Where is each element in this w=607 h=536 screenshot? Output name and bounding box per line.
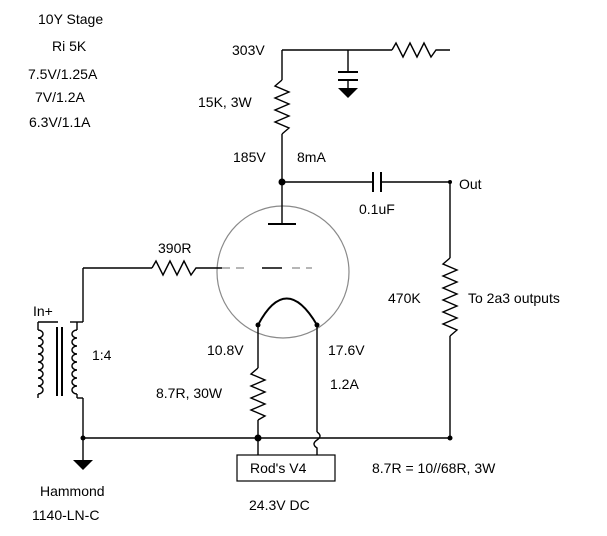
- filament-return-wire: [313, 325, 321, 455]
- note-operating-point-2: 7V/1.2A: [35, 89, 85, 105]
- input-transformer: [37, 268, 84, 438]
- b-plus-voltage: 303V: [232, 42, 265, 58]
- plate-resistor-value: 15K, 3W: [198, 94, 252, 110]
- note-operating-point-3: 6.3V/1.1A: [29, 114, 91, 130]
- transformer-model-line1: Hammond: [40, 483, 105, 499]
- plate-current: 8mA: [297, 149, 326, 165]
- note-stage: 10Y Stage: [38, 11, 103, 27]
- grid-resistor: [83, 259, 222, 277]
- output-label: Out: [459, 176, 482, 192]
- regulator-box: [236, 454, 336, 482]
- load-resistor: [441, 182, 459, 438]
- triode-tube: [216, 182, 350, 339]
- filament-resistor-value: 8.7R, 30W: [156, 385, 223, 401]
- ground-bus: [83, 434, 453, 455]
- b-plus-rail: [281, 41, 450, 80]
- plate-voltage: 185V: [233, 149, 266, 165]
- grid-resistor-value: 390R: [158, 240, 191, 256]
- filament-current: 1.2A: [330, 376, 359, 392]
- transformer-ratio: 1:4: [92, 347, 112, 363]
- filament-voltage-left: 10.8V: [207, 342, 244, 358]
- ground-symbol: [73, 435, 93, 470]
- coupling-capacitor: [282, 172, 450, 192]
- decoupling-capacitor: [338, 50, 358, 98]
- regulator-label: Rod's V4: [250, 460, 307, 476]
- transformer-model-line2: 1140-LN-C: [32, 507, 99, 523]
- note-ri: Ri 5K: [52, 38, 87, 54]
- filament-resistor-note: 8.7R = 10//68R, 3W: [372, 460, 496, 476]
- filament-resistor: [249, 325, 267, 438]
- input-label: In+: [33, 303, 53, 319]
- filament-voltage-right: 17.6V: [328, 342, 365, 358]
- load-resistor-value: 470K: [388, 290, 421, 306]
- dc-supply-voltage: 24.3V DC: [249, 497, 310, 513]
- coupling-capacitor-value: 0.1uF: [359, 201, 395, 217]
- output-destination: To 2a3 outputs: [468, 290, 560, 306]
- plate-resistor: [273, 79, 291, 182]
- note-operating-point-1: 7.5V/1.25A: [28, 66, 98, 82]
